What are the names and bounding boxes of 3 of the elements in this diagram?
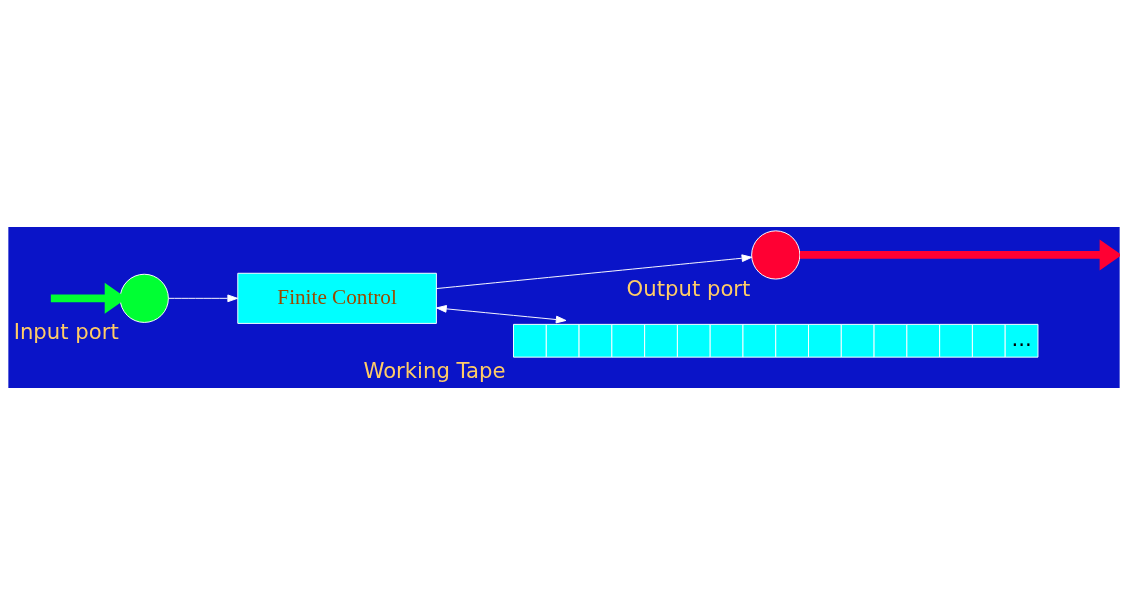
node-label: Working Tape <box>363 357 506 383</box>
node-label: Input port <box>13 318 119 344</box>
node-label: Output port <box>626 275 751 301</box>
